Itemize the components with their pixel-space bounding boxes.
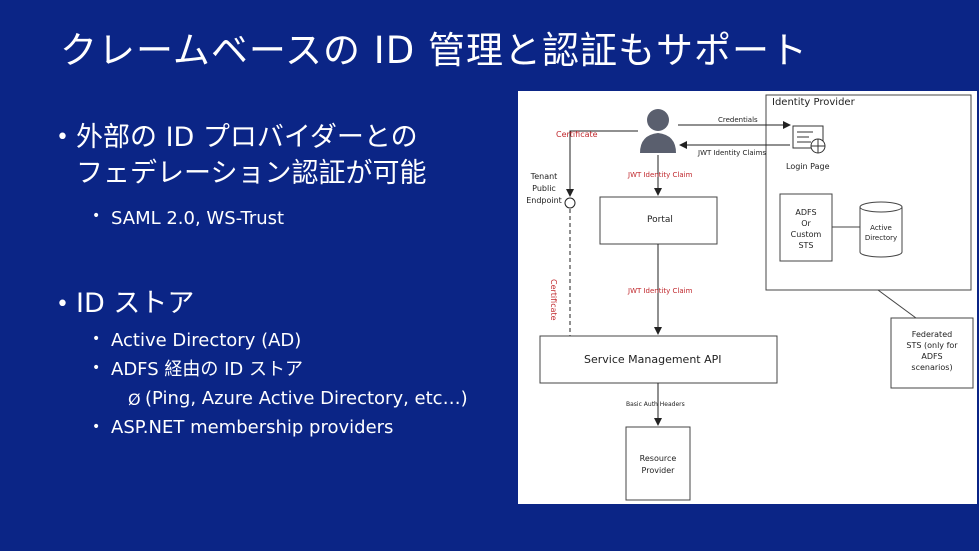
certificate-vertical-label: Certificate [549,279,558,321]
credentials-label: Credentials [718,116,758,124]
sub-bullet-dot: • [92,331,101,347]
sub-bullet-dot: • [92,208,101,224]
diagram-lines [539,94,974,501]
bullet-id-store: ID ストア [76,288,195,319]
identity-provider-label: Identity Provider [772,97,855,108]
sub-bullet-saml: SAML 2.0, WS-Trust [111,208,285,229]
resource-provider-label: Resource Provider [639,454,677,475]
active-directory-cylinder-icon [859,201,903,258]
user-icon [640,109,676,153]
login-page-icon [792,125,826,154]
bullet-dot: • [56,292,69,317]
arrow-bullet-icon: Ø [128,390,141,409]
portal-label: Portal [647,215,673,225]
jwt-identity-claim-top-label: JWT Identity Claim [628,171,693,179]
jwt-identity-claim-bottom-label: JWT Identity Claim [628,287,693,295]
sub-bullet-dot: • [92,360,101,376]
sub-sub-bullet-ping: (Ping, Azure Active Directory, etc…) [145,388,468,409]
sub-bullet-ad: Active Directory (AD) [111,330,302,351]
federated-sts-label: Federated STS (only for ADFS scenarios) [906,330,958,372]
identity-provider-box [765,94,972,291]
active-directory-label: Active Directory [864,224,898,242]
tenant-endpoint-label: Tenant Public Endpoint [526,172,562,205]
jwt-identity-claims-label: JWT Identity Claims [698,149,767,157]
adfs-label: ADFS Or Custom STS [790,208,822,250]
service-management-api-label: Service Management API [584,353,722,366]
bullet-external-idp-line2: フェデレーション認証が可能 [76,158,427,189]
sub-bullet-adfs: ADFS 経由の ID ストア [111,359,303,380]
basic-auth-headers-label: Basic Auth Headers [626,401,685,408]
bullet-external-idp-line1: 外部の ID プロバイダーとの [76,122,418,153]
certificate-label: Certificate [556,130,598,139]
sub-bullet-dot: • [92,419,101,435]
sub-bullet-aspnet: ASP.NET membership providers [111,417,394,438]
architecture-diagram: Identity Provider Credentials Certificat… [518,91,977,504]
bullet-dot: • [56,125,69,150]
slide-title: クレームベースの ID 管理と認証もサポート [60,29,808,72]
login-page-label: Login Page [786,162,830,171]
